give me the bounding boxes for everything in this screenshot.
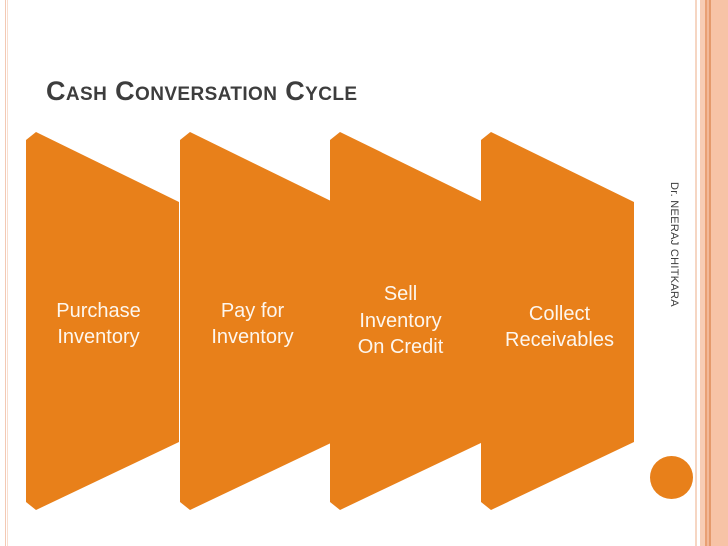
right-border-band-7 [711,0,728,546]
process-step-purchase-inventory[interactable]: Purchase Inventory [26,132,179,510]
left-border-line-inner [7,0,8,546]
process-step-collect-receivables[interactable]: Collect Receivables [481,132,634,510]
author-credit: Dr. NEERAJ CHITKARA [668,182,680,307]
right-border-band-2 [697,0,700,546]
page-title: Cash Conversation Cycle [46,76,358,106]
process-step-label: Purchase Inventory [56,299,141,348]
right-border-band-5 [707,0,709,546]
right-border-band-3 [700,0,705,546]
left-border-line-outer [5,0,6,546]
right-border-band-6 [709,0,711,546]
right-border-band-1 [695,0,697,546]
process-step-label: Pay for Inventory [211,299,294,348]
process-step-pay-for-inventory[interactable]: Pay for Inventory [180,132,333,510]
orange-circle-icon [650,456,693,499]
process-step-sell-inventory-on-credit[interactable]: Sell Inventory On Credit [330,132,483,510]
process-step-label: Collect Receivables [505,302,614,351]
process-step-label: Sell Inventory On Credit [357,283,444,359]
right-border-band-4 [705,0,707,546]
